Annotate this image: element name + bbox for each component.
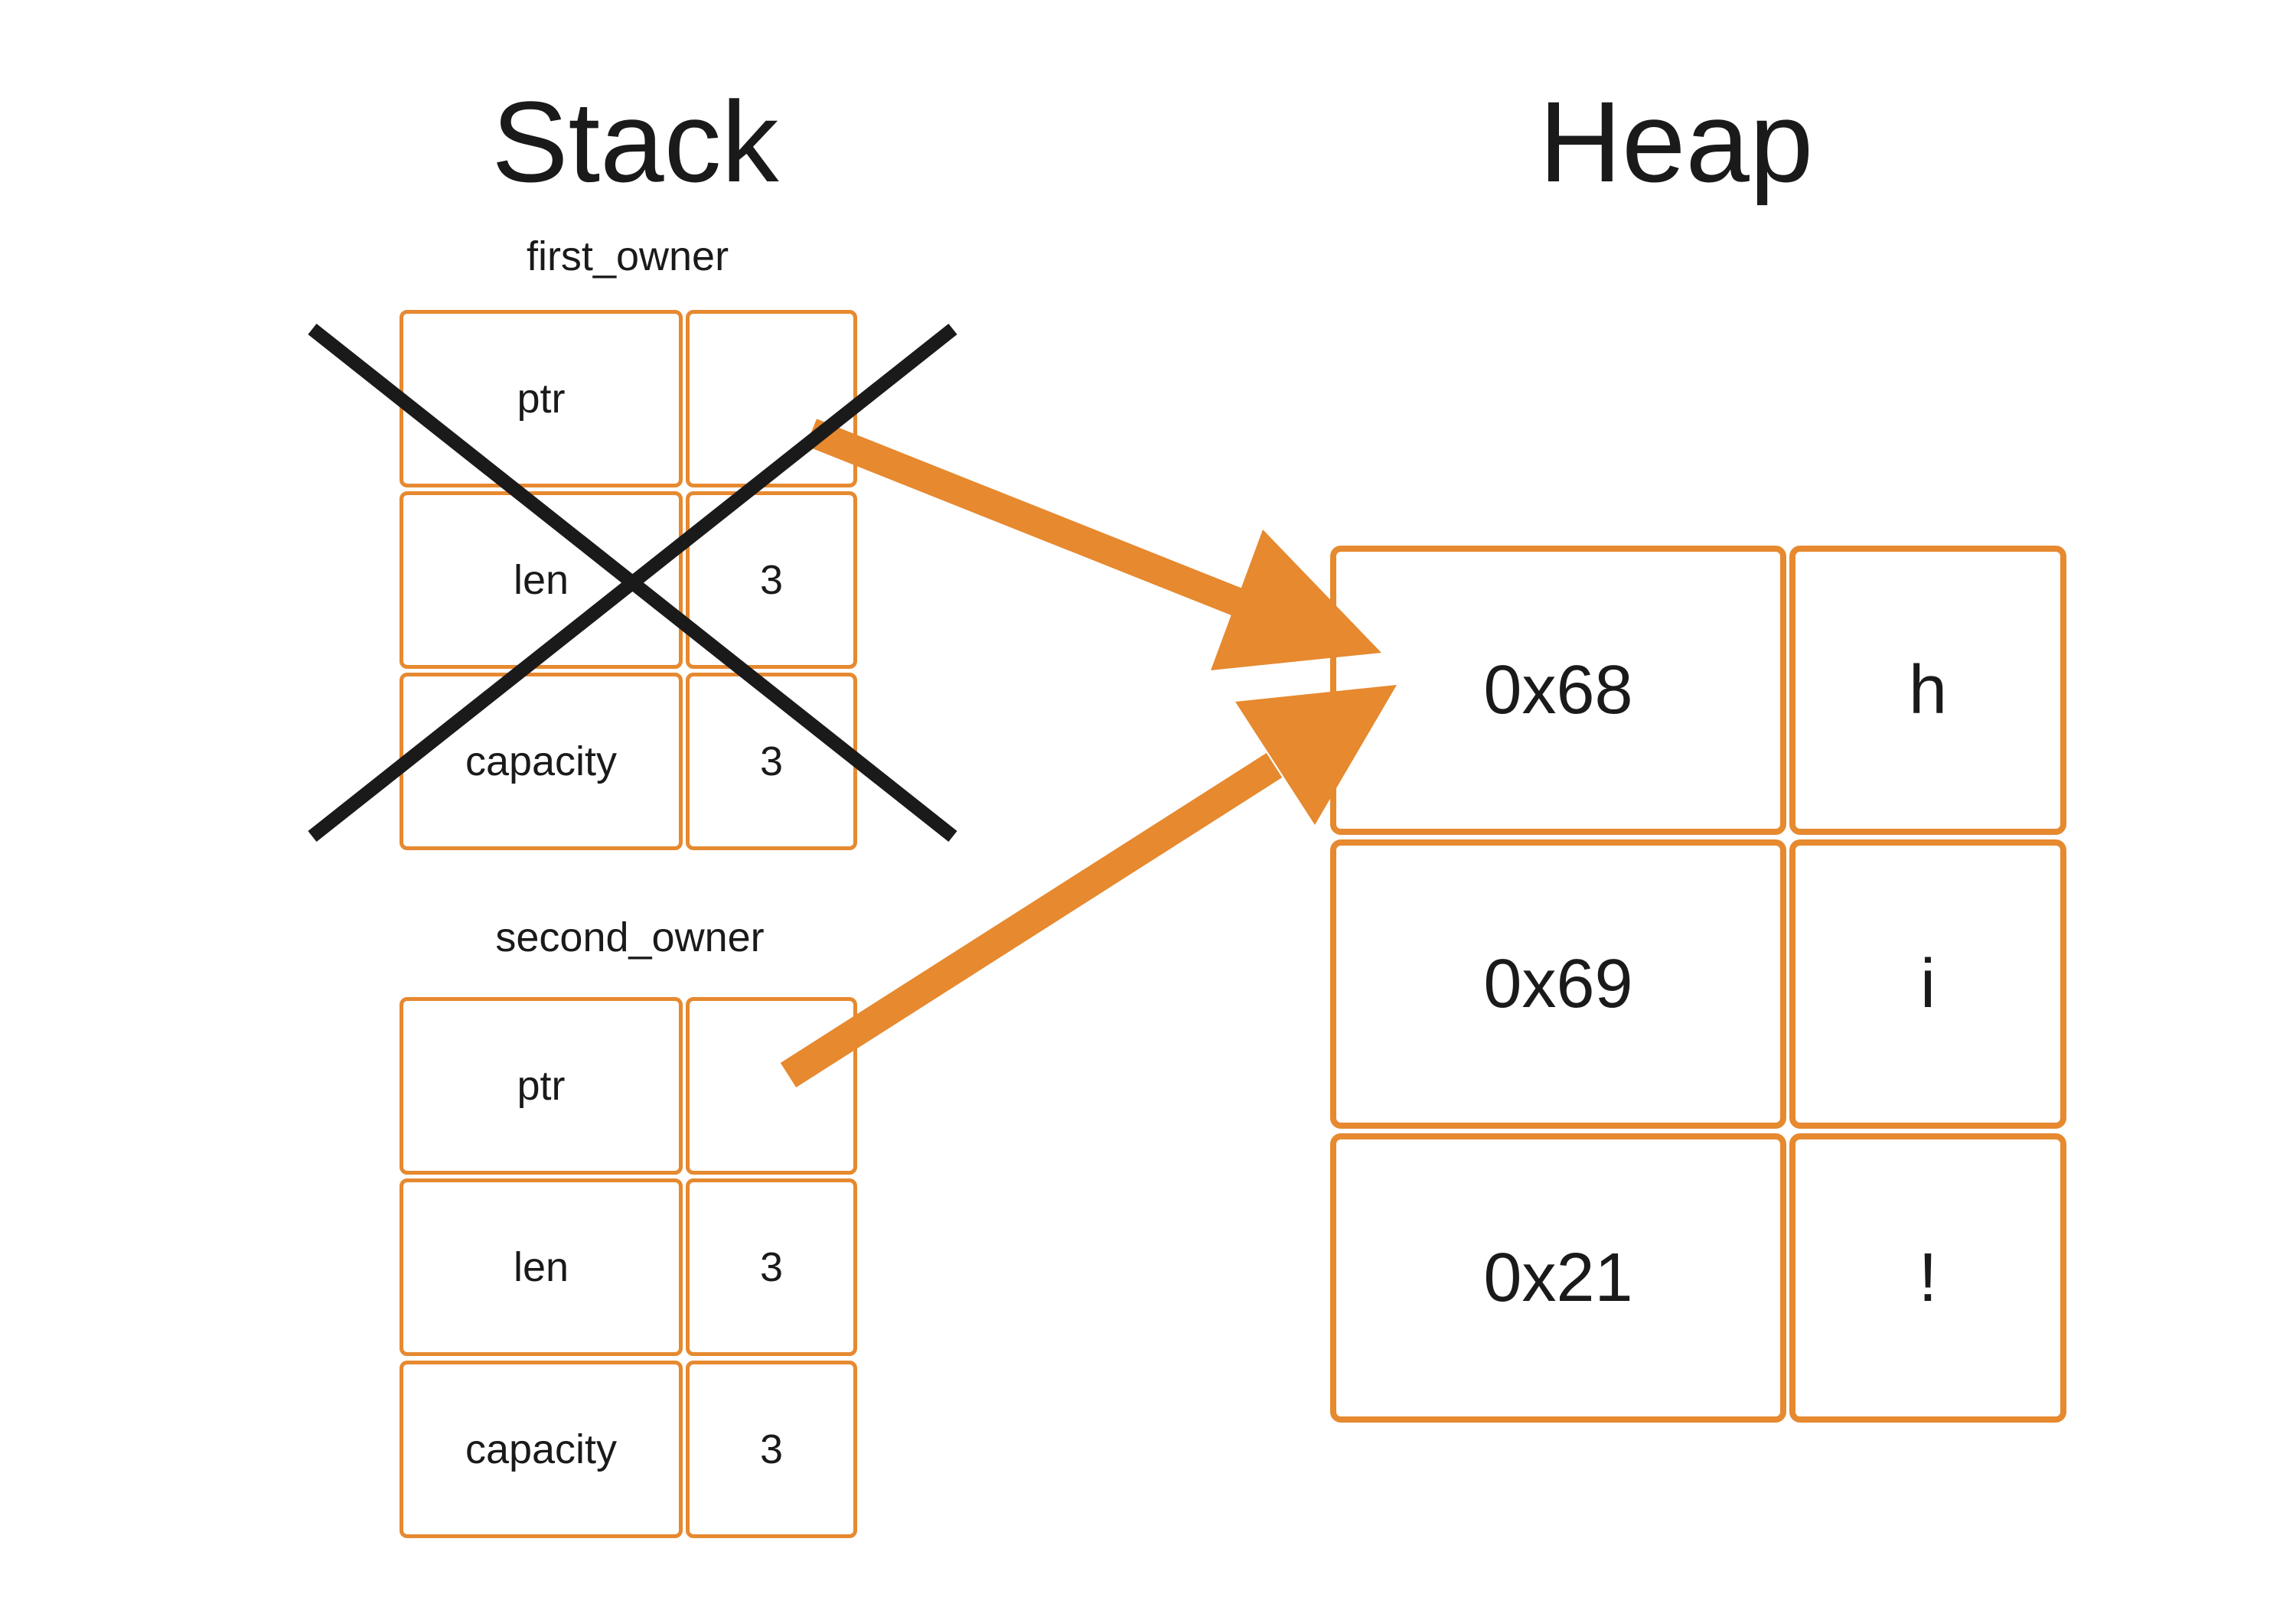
second-owner-ptr-label: ptr: [400, 997, 683, 1175]
heap-address-1: 0x69: [1330, 839, 1786, 1129]
second-owner-len-label: len: [400, 1178, 683, 1356]
first-owner-capacity-label: capacity: [400, 673, 683, 850]
second-owner-len-value: 3: [686, 1178, 857, 1356]
heap-char-0: h: [1789, 546, 2066, 835]
second-owner-label: second_owner: [495, 914, 765, 960]
stack-heading: Stack: [491, 77, 779, 206]
second-owner-capacity-value: 3: [686, 1361, 857, 1538]
second-owner-capacity-label: capacity: [400, 1361, 683, 1538]
first-owner-capacity-value: 3: [686, 673, 857, 850]
first-owner-label: first_owner: [526, 233, 729, 279]
heap-char-1: i: [1789, 839, 2066, 1129]
first-owner-pointer-arrow: [805, 419, 1381, 670]
first-owner-ptr-value: [686, 310, 857, 487]
heap-address-2: 0x21: [1330, 1133, 1786, 1423]
heap-heading: Heap: [1538, 77, 1814, 206]
heap-char-2: !: [1789, 1133, 2066, 1423]
second-owner-ptr-value: [686, 997, 857, 1175]
heap-address-0: 0x68: [1330, 546, 1786, 835]
first-owner-len-value: 3: [686, 491, 857, 669]
first-owner-ptr-label: ptr: [400, 310, 683, 487]
second-owner-pointer-arrow: [780, 685, 1397, 1088]
first-owner-len-label: len: [400, 491, 683, 669]
